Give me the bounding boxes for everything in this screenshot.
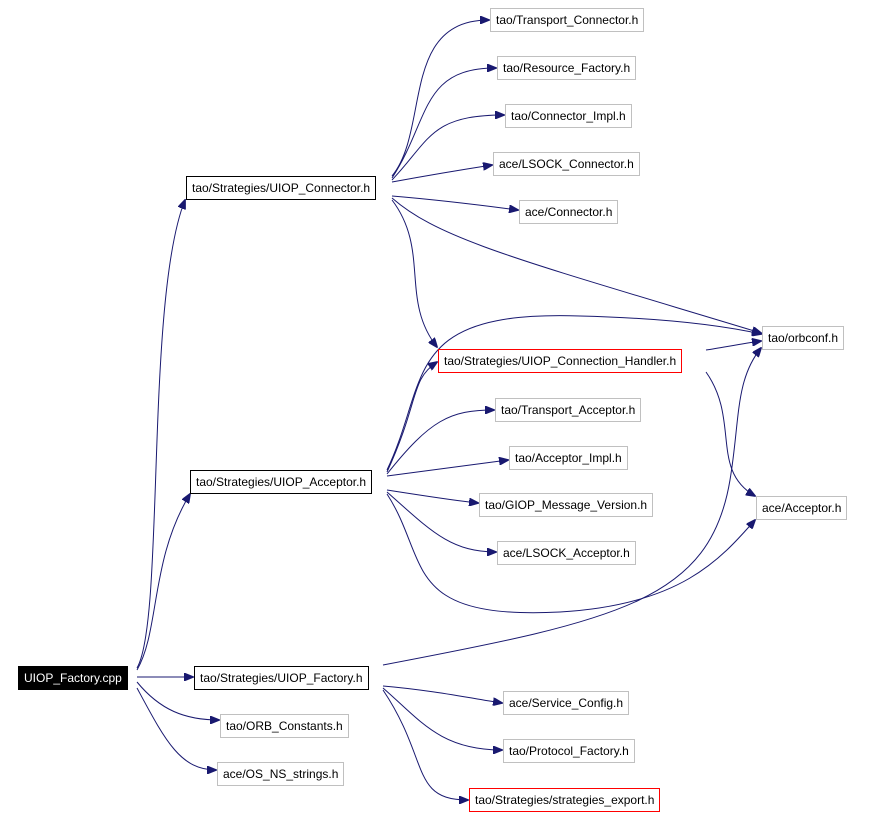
edge-connector-h-to-orbconf-h: [391, 197, 761, 333]
node-lsock-acceptor-h[interactable]: ace/LSOCK_Acceptor.h: [497, 541, 636, 565]
edge-acceptor-h-to-orbconf-h: [386, 315, 761, 471]
edge-connector-h-to-transport-connector-h: [391, 20, 489, 177]
edge-acceptor-h-to-connection-handler-h: [386, 362, 437, 473]
node-giop-message-version-h[interactable]: tao/GIOP_Message_Version.h: [479, 493, 654, 517]
edge-acceptor-h-to-transport-acceptor-h: [386, 410, 494, 475]
node-ace-acceptor-h[interactable]: ace/Acceptor.h: [756, 496, 848, 520]
edge-acceptor-h-to-lsock-acceptor-h: [386, 491, 496, 552]
edge-factory-cpp-to-os-ns-strings-h: [136, 687, 216, 770]
edge-acceptor-h-to-acceptor-impl-h: [386, 460, 508, 477]
edge-connector-h-to-ace-connector-h: [391, 195, 518, 210]
edge-factory-h-to-orbconf-h: [382, 348, 761, 666]
node-transport-connector-h[interactable]: tao/Transport_Connector.h: [490, 8, 645, 32]
edge-connector-h-to-connection-handler-h: [391, 199, 437, 347]
edge-factory-cpp-to-orb-constants-h: [136, 681, 219, 720]
edge-factory-h-to-service-config-h: [382, 685, 502, 703]
edge-connector-h-to-resource-factory-h: [391, 68, 496, 179]
edge-connection-handler-h-to-ace-acceptor-h: [705, 371, 755, 496]
node-strategies-export-h[interactable]: tao/Strategies/strategies_export.h: [469, 788, 661, 812]
node-uiop-connector-h[interactable]: tao/Strategies/UIOP_Connector.h: [186, 176, 377, 200]
node-uiop-acceptor-h[interactable]: tao/Strategies/UIOP_Acceptor.h: [190, 470, 373, 494]
edge-factory-cpp-to-acceptor-h: [136, 494, 190, 671]
node-uiop-connection-handler-h[interactable]: tao/Strategies/UIOP_Connection_Handler.h: [438, 349, 683, 373]
edge-connector-h-to-lsock-connector-h: [391, 165, 492, 183]
node-service-config-h[interactable]: ace/Service_Config.h: [503, 691, 630, 715]
node-uiop-factory-cpp[interactable]: UIOP_Factory.cpp: [18, 666, 128, 690]
node-orb-constants-h[interactable]: tao/ORB_Constants.h: [220, 714, 349, 738]
node-orbconf-h[interactable]: tao/orbconf.h: [762, 326, 845, 350]
node-resource-factory-h[interactable]: tao/Resource_Factory.h: [497, 56, 637, 80]
node-os-ns-strings-h[interactable]: ace/OS_NS_strings.h: [217, 762, 345, 786]
edge-connector-h-to-connector-impl-h: [391, 115, 504, 181]
edge-factory-h-to-strategies-export-h: [382, 689, 468, 800]
node-acceptor-impl-h[interactable]: tao/Acceptor_Impl.h: [509, 446, 628, 470]
edge-factory-h-to-protocol-factory-h: [382, 687, 502, 750]
edge-acceptor-h-to-giop-message-version-h: [386, 489, 478, 503]
node-ace-connector-h[interactable]: ace/Connector.h: [519, 200, 619, 224]
edge-connection-handler-h-to-orbconf-h: [705, 341, 761, 351]
edge-factory-cpp-to-connector-h: [136, 200, 185, 669]
node-lsock-connector-h[interactable]: ace/LSOCK_Connector.h: [493, 152, 640, 176]
node-transport-acceptor-h[interactable]: tao/Transport_Acceptor.h: [495, 398, 642, 422]
node-connector-impl-h[interactable]: tao/Connector_Impl.h: [505, 104, 632, 128]
node-protocol-factory-h[interactable]: tao/Protocol_Factory.h: [503, 739, 635, 763]
edge-acceptor-h-to-ace-acceptor-h: [386, 493, 755, 614]
node-uiop-factory-h[interactable]: tao/Strategies/UIOP_Factory.h: [194, 666, 369, 690]
